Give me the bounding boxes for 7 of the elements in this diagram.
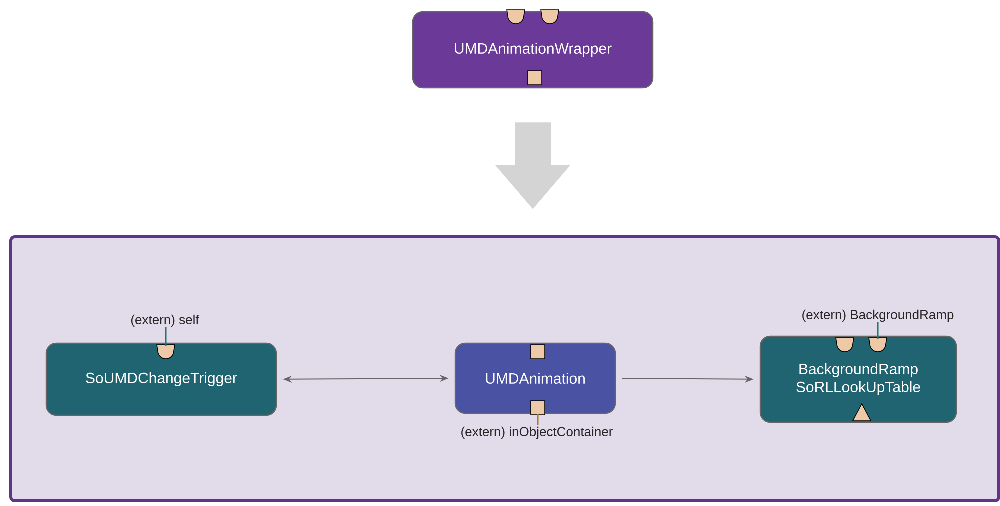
module-box: SoUMDChangeTrigger	[46, 342, 278, 416]
module-box: UMDAnimationWrapper	[412, 11, 654, 89]
port-label: (extern) self	[132, 314, 200, 328]
module-box: BackgroundRamp SoRLLookUpTable	[760, 336, 958, 424]
port-label: (extern) inObjectContainer	[462, 426, 613, 440]
port-label: (extern) BackgroundRamp	[802, 310, 954, 322]
module-box: UMDAnimation	[454, 342, 616, 414]
